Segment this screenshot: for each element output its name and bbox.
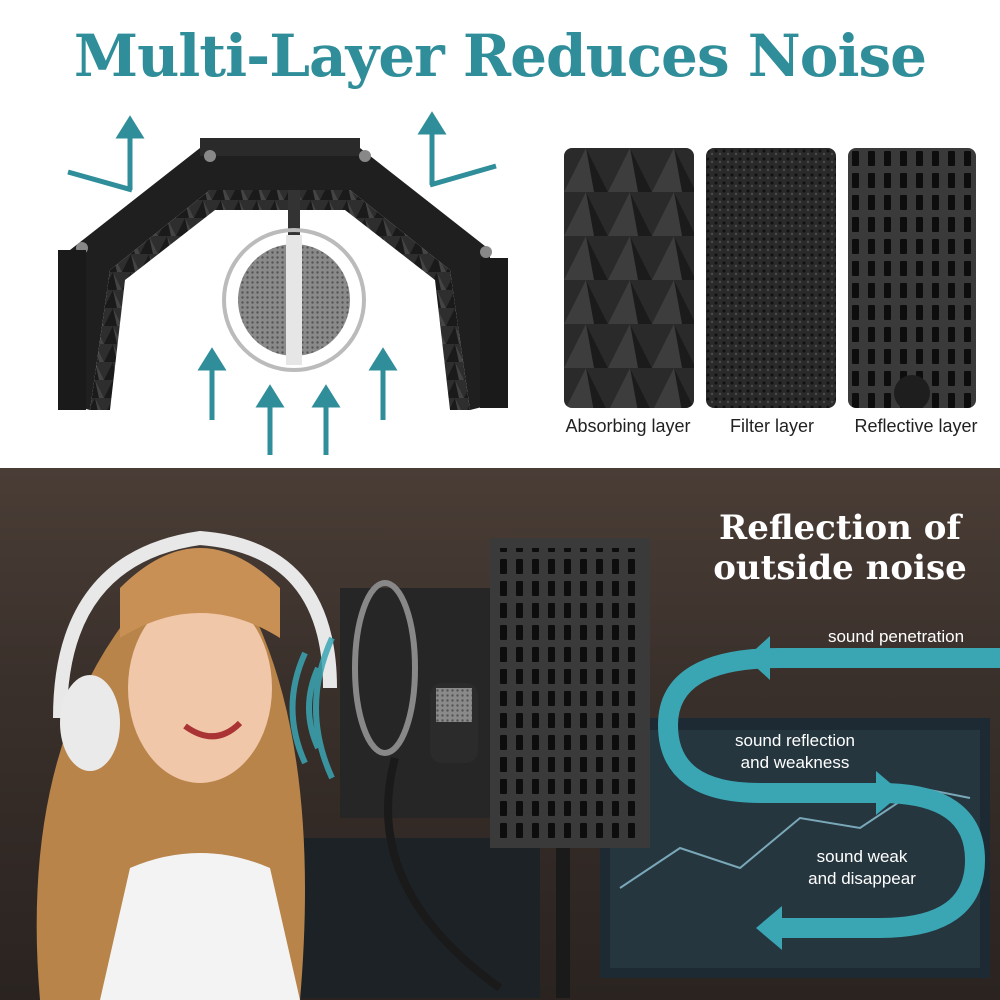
acoustic-foam-icon xyxy=(564,148,694,408)
microphone-icon xyxy=(222,190,366,372)
studio-scene xyxy=(0,468,1000,1000)
sound-wave-icon xyxy=(289,636,335,780)
absorbing-layer-swatch xyxy=(564,148,694,408)
sound-weak-line2: and disappear xyxy=(808,869,916,888)
headline: Multi-Layer Reduces Noise xyxy=(73,22,927,90)
filter-foam-icon xyxy=(706,148,836,408)
reflection-title-line1: Reflection of xyxy=(718,508,962,548)
sound-reflection-label: sound reflection and weakness xyxy=(700,730,890,774)
inward-arrows xyxy=(197,347,398,455)
singer-figure xyxy=(36,530,337,1000)
outward-arrow-left xyxy=(67,115,145,193)
reflection-title: Reflection of outside noise xyxy=(690,508,990,588)
sound-penetration-label: sound penetration xyxy=(827,627,965,646)
outward-arrow-right xyxy=(417,111,497,188)
shield-frame xyxy=(58,138,508,410)
sound-weak-line1: sound weak xyxy=(816,847,908,866)
sound-weak-label: sound weak and disappear xyxy=(782,846,942,890)
shield-diagram xyxy=(58,111,508,455)
isolation-shield xyxy=(340,538,650,998)
sound-reflection-line2: and weakness xyxy=(740,753,850,772)
reflection-title-line2: outside noise xyxy=(713,548,967,588)
sound-flow-arrow xyxy=(657,648,1000,938)
perforated-metal-icon xyxy=(848,148,976,408)
sound-reflection-line1: sound reflection xyxy=(734,731,856,750)
arrowheads xyxy=(746,636,902,950)
reflective-layer-swatch xyxy=(848,148,976,408)
absorbing-layer-label: Absorbing layer xyxy=(565,416,691,436)
filter-layer-label: Filter layer xyxy=(729,416,814,436)
studio-illustration xyxy=(36,530,1000,1000)
filter-layer-swatch xyxy=(706,148,836,408)
reflective-layer-label: Reflective layer xyxy=(854,416,978,436)
